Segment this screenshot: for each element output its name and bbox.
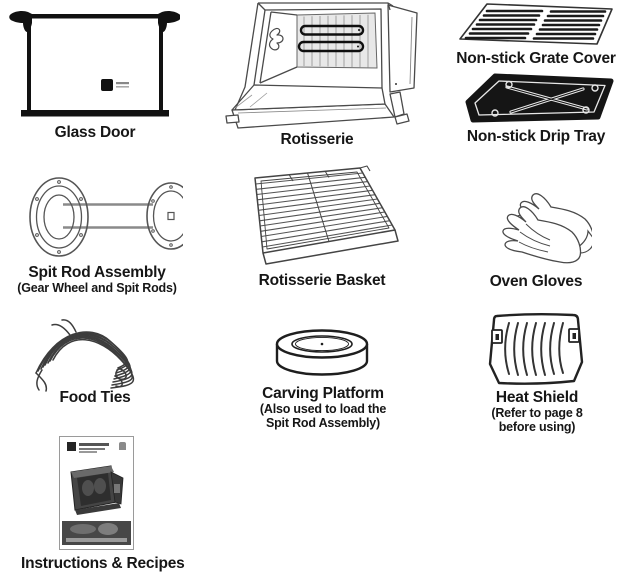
spit-rod-assembly-sublabel: (Gear Wheel and Spit Rods)	[17, 281, 177, 295]
heating-element	[299, 24, 365, 36]
oven-gloves-illustration	[502, 193, 592, 264]
drip-tray-label: Non-stick Drip Tray	[466, 128, 606, 145]
booklet-title-line	[79, 447, 105, 450]
carving-platform-sublabel-1: (Also used to load the	[259, 402, 387, 416]
rotisserie-basket-illustration	[254, 165, 399, 265]
glass-door-label: Glass Door	[54, 124, 136, 141]
grate-cover-illustration	[459, 3, 613, 45]
drip-tray-illustration	[465, 73, 614, 123]
rotisserie-label: Rotisserie	[280, 131, 354, 148]
heat-shield-illustration	[488, 313, 584, 385]
grate-cover-label: Non-stick Grate Cover	[456, 50, 616, 67]
carving-platform-label: Carving Platform	[262, 385, 384, 402]
oven-gloves-label: Oven Gloves	[489, 273, 583, 290]
instructions-label: Instructions & Recipes	[21, 555, 185, 572]
booklet-logo	[67, 442, 76, 451]
glass-door-illustration	[9, 10, 180, 117]
booklet-emblem	[119, 442, 126, 450]
instructions-booklet-illustration	[59, 436, 134, 550]
carving-platform-illustration	[275, 329, 369, 376]
heating-element	[297, 40, 365, 53]
booklet-bottom-band	[62, 521, 131, 545]
food-ties-illustration	[35, 319, 135, 392]
booklet-title-line	[79, 451, 97, 453]
rotisserie-basket-label: Rotisserie Basket	[258, 272, 386, 289]
heat-shield-sublabel-1: (Refer to page 8	[491, 406, 583, 420]
rotisserie-illustration	[225, 2, 418, 129]
food-ties-label: Food Ties	[59, 389, 131, 406]
booklet-band-text	[66, 538, 127, 542]
heat-shield-label: Heat Shield	[495, 389, 579, 406]
booklet-cover-photo	[70, 465, 124, 515]
spit-rod-assembly-illustration	[29, 177, 183, 257]
booklet-title-line	[79, 443, 109, 446]
heat-shield-sublabel-2: before using)	[498, 420, 576, 434]
door-logo	[101, 79, 113, 91]
spit-rod-assembly-label: Spit Rod Assembly	[28, 264, 166, 281]
carving-platform-sublabel-2: Spit Rod Assembly)	[265, 416, 380, 430]
